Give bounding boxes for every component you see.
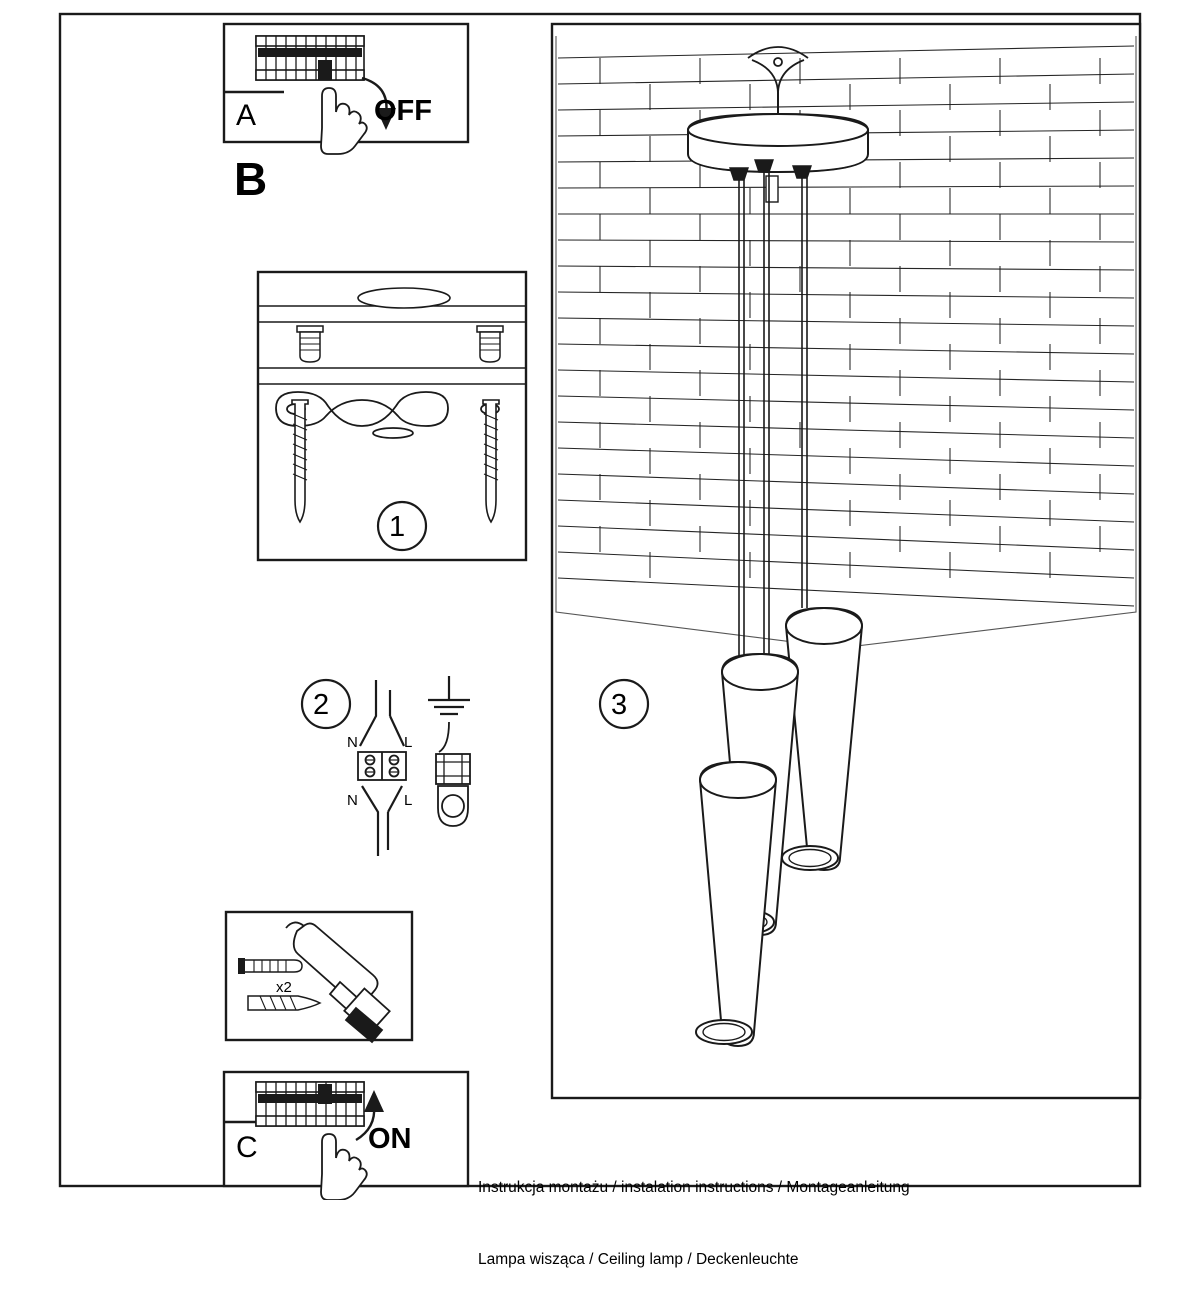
step-1-number-circle — [376, 500, 428, 552]
ceiling-hole — [357, 287, 451, 309]
terminal-label-n-bottom: N — [347, 792, 358, 809]
pointing-hand-icon — [320, 87, 368, 155]
wire-pair-icon — [359, 680, 405, 747]
instruction-sheet — [58, 12, 1142, 1200]
fuse-box-switch-off-icon — [255, 35, 365, 81]
step-2-number-circle — [300, 678, 352, 730]
terminal-label-l-top: L — [404, 734, 413, 751]
step-3-panel — [550, 22, 1142, 1100]
panel-c — [222, 1070, 470, 1200]
caption-line-1: Instrukcja montażu / instalation instruc… — [478, 1179, 910, 1197]
pointing-hand-icon — [320, 1133, 368, 1200]
panel-a — [222, 22, 470, 155]
step-2-panel — [300, 676, 471, 856]
caption-line-2: Lampa wisząca / Ceiling lamp / Deckenleu… — [478, 1251, 799, 1269]
terminal-label-l-bottom: L — [404, 792, 413, 809]
wall-plug-icon — [238, 958, 303, 974]
tools-quantity-label: x2 — [276, 979, 292, 996]
wall-plug-icon — [296, 325, 324, 363]
panel-b-letter: B — [234, 153, 268, 205]
terminal-label-n-top: N — [347, 734, 358, 751]
step-3-number-circle — [598, 678, 650, 730]
wire-pair-lower-icon — [361, 785, 403, 856]
panel-a-action-label: OFF — [374, 95, 432, 127]
terminal-block-wiring-icon — [357, 751, 407, 781]
cordless-drill-icon — [285, 921, 391, 1044]
wall-plug-icon — [476, 325, 504, 363]
lamp-tube — [781, 606, 864, 872]
tools-panel — [224, 910, 414, 1044]
panel-a-letter: A — [236, 99, 257, 132]
wood-screw-icon — [291, 399, 309, 524]
step-3-number: 3 — [611, 689, 628, 721]
wood-screw-icon — [247, 995, 322, 1011]
wood-screw-icon — [482, 399, 500, 524]
ceiling-hook-icon — [747, 46, 809, 95]
panel-c-action-label: ON — [368, 1123, 412, 1155]
sheet-caption: Instrukcja montażu / instalation instruc… — [478, 1128, 910, 1296]
curved-arrow-down-icon — [361, 76, 396, 130]
step-1-panel — [256, 270, 528, 562]
earth-ground-icon — [428, 676, 470, 716]
ceiling-brick-plane — [555, 36, 1137, 649]
canopy-plate — [687, 112, 869, 174]
fuse-box-switch-on-icon — [255, 1081, 365, 1127]
step-2-number: 2 — [313, 689, 330, 721]
lamp-cables — [738, 172, 808, 772]
lamp-socket-icon — [435, 721, 471, 827]
step-1-number: 1 — [389, 511, 406, 543]
lamp-tube — [695, 760, 778, 1048]
panel-c-letter: C — [236, 1131, 258, 1164]
curved-arrow-up-icon — [355, 1090, 384, 1142]
